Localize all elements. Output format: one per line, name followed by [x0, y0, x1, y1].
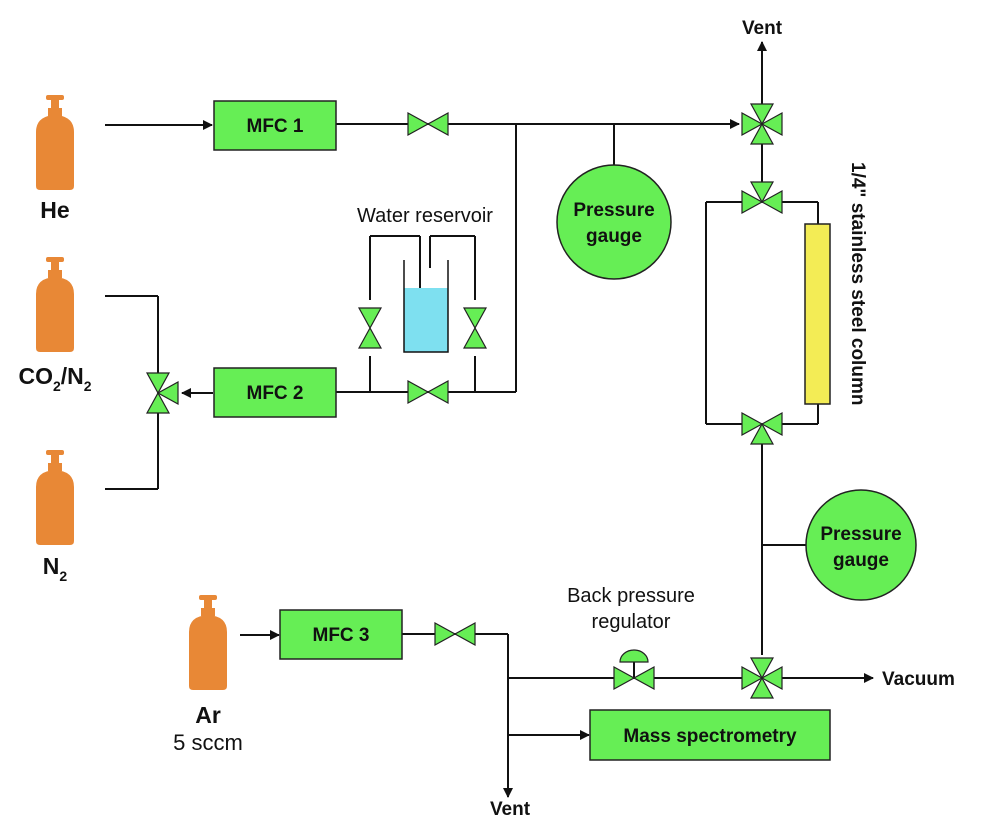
- he-cylinder-icon: [36, 95, 74, 190]
- valve-reservoir-right-icon: [463, 307, 487, 349]
- svg-text:gauge: gauge: [586, 226, 642, 247]
- pressure-gauge-right: Pressure gauge: [805, 489, 917, 601]
- valve-gas-select-icon: [145, 372, 179, 414]
- ar-flow-label: 5 sccm: [173, 730, 243, 755]
- back-pressure-regulator-icon: [613, 649, 655, 690]
- ar-cylinder-icon: [189, 595, 227, 690]
- co2-n2-cylinder-icon: [36, 257, 74, 352]
- pressure-gauge-top: Pressure gauge: [556, 164, 672, 280]
- valve-mfc2-icon: [407, 380, 449, 404]
- valve-vent-top-icon: [741, 103, 783, 145]
- mfc2-box: MFC 2: [213, 367, 337, 418]
- back-pressure-label-2: regulator: [592, 611, 671, 633]
- valve-he-icon: [407, 112, 449, 136]
- vacuum-label: Vacuum: [882, 669, 955, 690]
- water-reservoir-label: Water reservoir: [357, 205, 493, 227]
- svg-text:Pressure: Pressure: [820, 524, 901, 545]
- he-label: He: [40, 197, 69, 223]
- mfc3-box: MFC 3: [279, 609, 403, 660]
- valve-mfc3-icon: [434, 622, 476, 646]
- mfc3-label: MFC 3: [313, 625, 370, 646]
- svg-text:Pressure: Pressure: [573, 200, 654, 221]
- mfc1-box: MFC 1: [213, 100, 337, 151]
- water-reservoir: [403, 260, 449, 353]
- valve-vacuum-icon: [741, 657, 783, 699]
- back-pressure-label-1: Back pressure: [567, 585, 695, 607]
- valve-reservoir-left-icon: [358, 307, 382, 349]
- column-label: 1/4" stainless steel column: [847, 162, 868, 405]
- co2-n2-label: CO2/N2: [18, 363, 91, 394]
- vent-bottom-label: Vent: [490, 799, 531, 820]
- mfc2-label: MFC 2: [247, 383, 304, 404]
- mass-spectrometry-box: Mass spectrometry: [589, 709, 831, 761]
- vent-top-label: Vent: [742, 18, 783, 39]
- n2-label: N2: [43, 553, 68, 584]
- svg-text:Mass spectrometry: Mass spectrometry: [623, 726, 797, 747]
- n2-cylinder-icon: [36, 450, 74, 545]
- svg-text:gauge: gauge: [833, 550, 889, 571]
- ar-label: Ar: [195, 702, 221, 728]
- valve-column-outlet-icon: [741, 411, 783, 445]
- valve-column-inlet-icon: [741, 181, 783, 215]
- mfc1-label: MFC 1: [247, 116, 304, 137]
- stainless-steel-column: [804, 223, 831, 405]
